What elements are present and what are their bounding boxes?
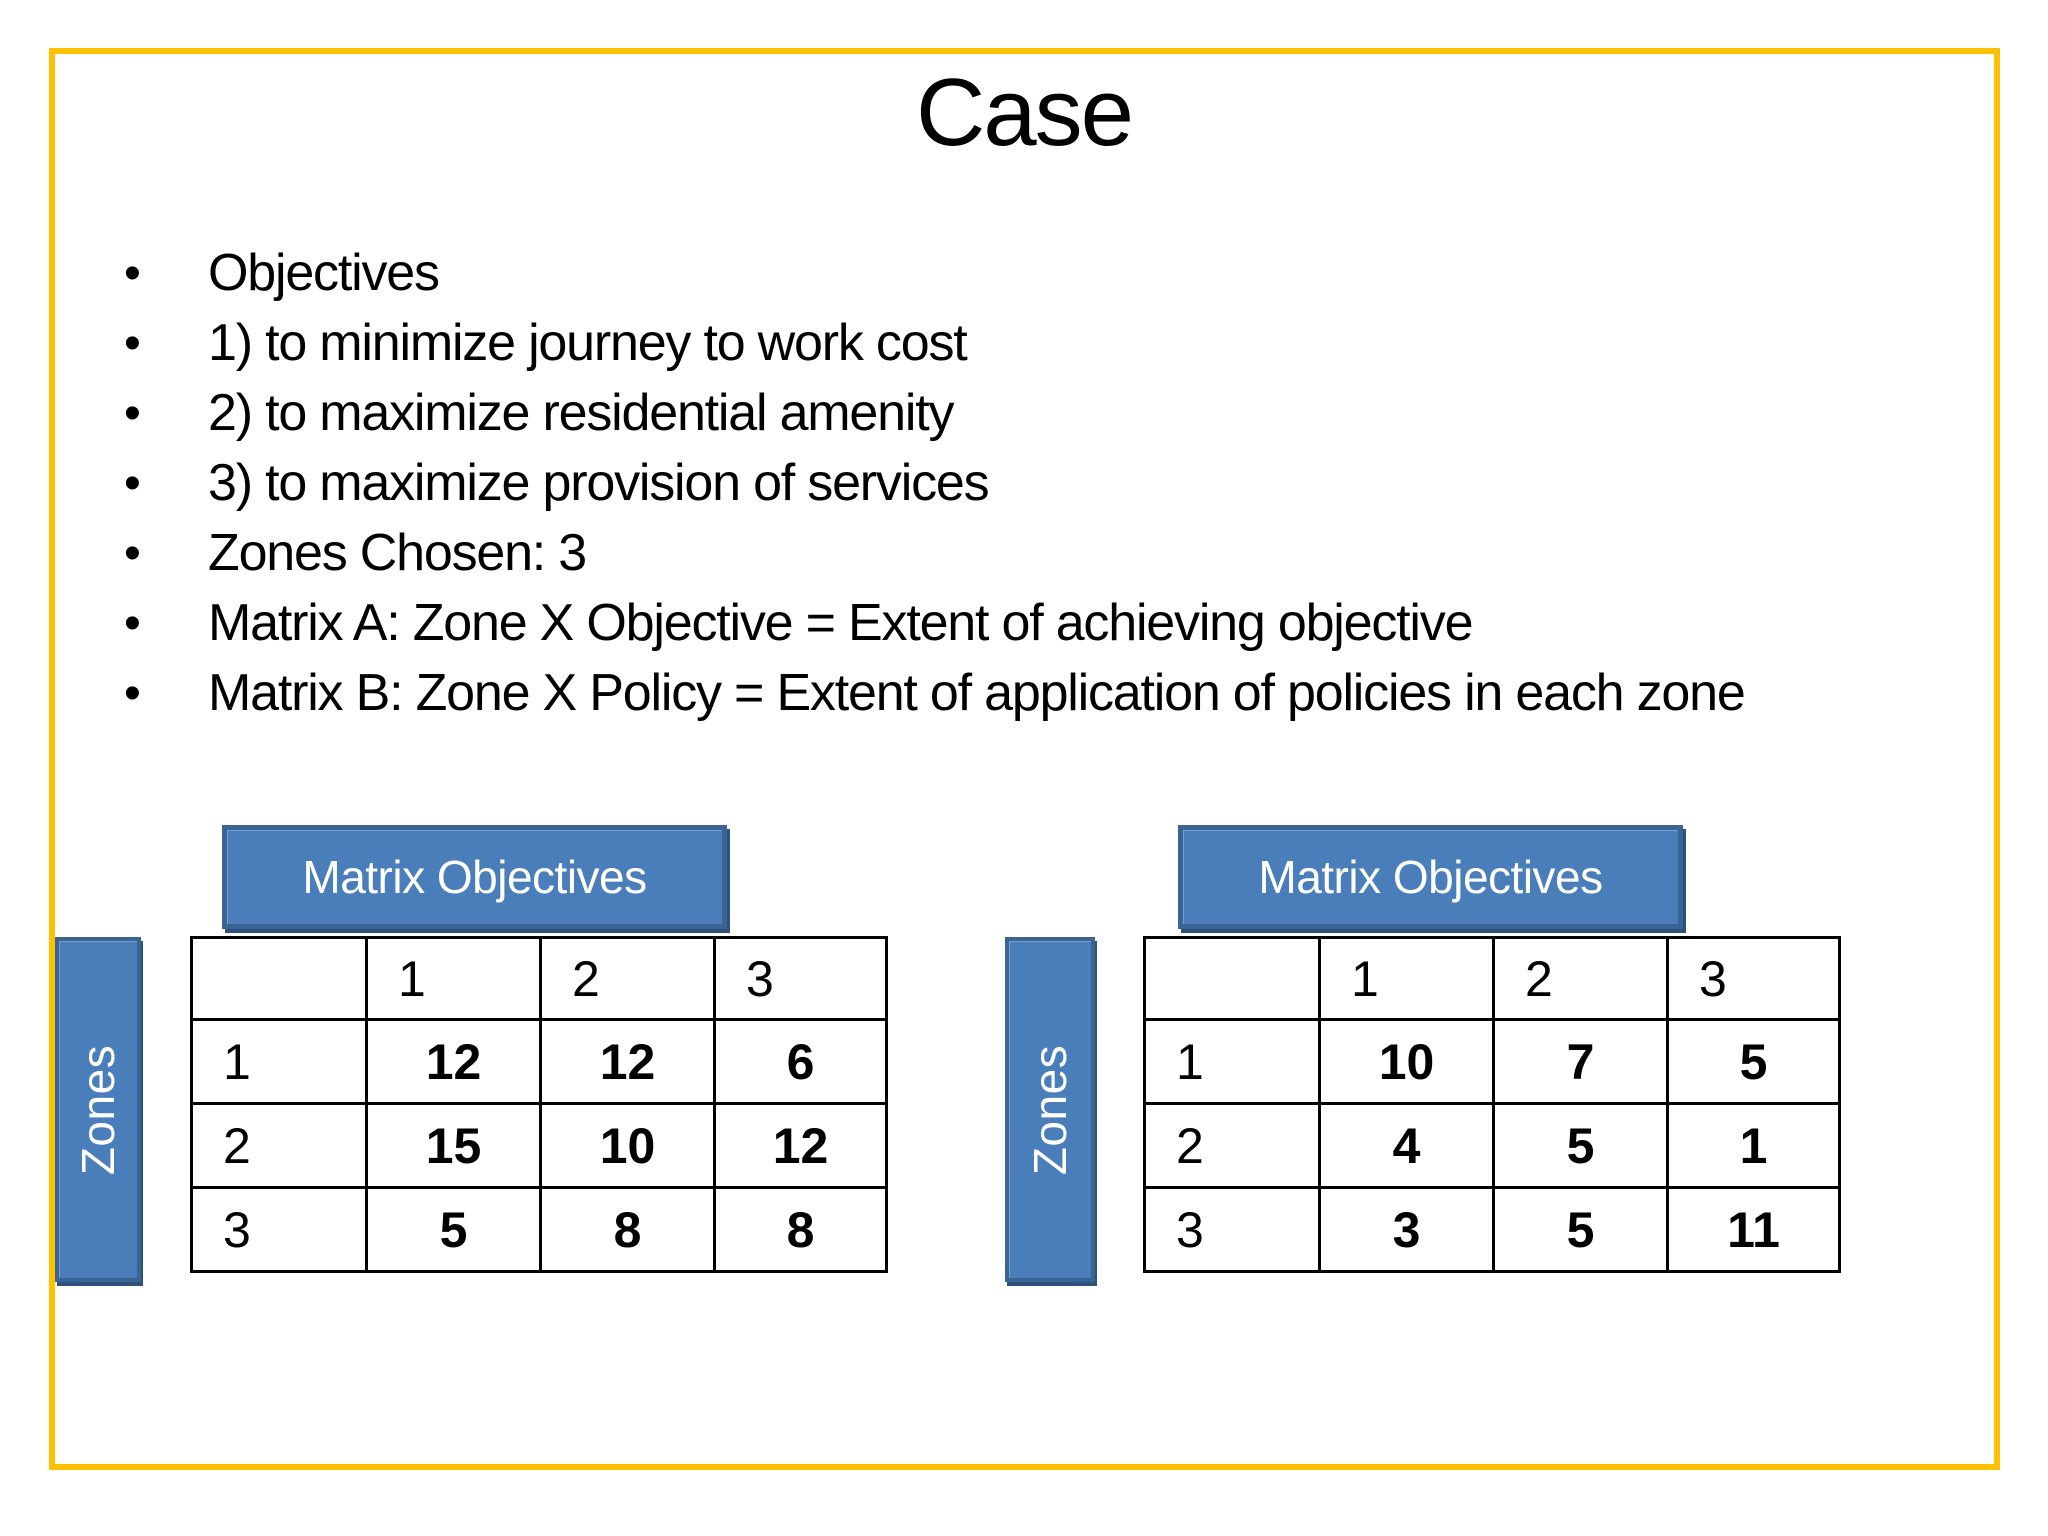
table-row: 3 5 8 8 xyxy=(190,1186,888,1273)
value-cell: 5 xyxy=(1492,1102,1669,1189)
matrix-b-header-box: Matrix Objectives xyxy=(1178,825,1683,929)
bullet-item-text: 1) to minimize journey to work cost xyxy=(208,314,968,372)
bullet-dot-icon: • xyxy=(124,666,141,720)
bullet-item: • 3) to maximize provision of services xyxy=(118,448,1958,518)
row-label-cell: 2 xyxy=(1143,1102,1321,1189)
bullet-item-text: Matrix A: Zone X Objective = Extent of a… xyxy=(208,594,1473,652)
bullet-dot-icon: • xyxy=(124,316,141,370)
table-row: 2 15 10 12 xyxy=(190,1102,888,1189)
matrix-b-table: 1 2 3 1 10 7 5 2 4 5 1 3 3 5 11 xyxy=(1143,936,1841,1273)
bullet-item-text: Matrix B: Zone X Policy = Extent of appl… xyxy=(208,664,1746,722)
bullet-item: • Matrix B: Zone X Policy = Extent of ap… xyxy=(118,658,1958,728)
bullet-dot-icon: • xyxy=(124,456,141,510)
matrix-a-header-box: Matrix Objectives xyxy=(222,825,727,929)
matrix-a-header-row: 1 2 3 xyxy=(190,936,888,1021)
row-label-cell: 3 xyxy=(1143,1186,1321,1273)
value-cell: 1 xyxy=(1666,1102,1841,1189)
table-row: 1 10 7 5 xyxy=(1143,1018,1841,1105)
matrix-a-table: 1 2 3 1 12 12 6 2 15 10 12 3 5 8 8 xyxy=(190,936,888,1273)
matrix-b-header-label: Matrix Objectives xyxy=(1258,851,1603,903)
bullet-item-text: 3) to maximize provision of services xyxy=(208,454,990,512)
row-label-cell: 1 xyxy=(190,1018,368,1105)
bullet-item-text: Objectives xyxy=(208,244,440,302)
bullet-item: • 2) to maximize residential amenity xyxy=(118,378,1958,448)
col-header-cell: 3 xyxy=(1666,936,1841,1021)
value-cell: 10 xyxy=(539,1102,716,1189)
matrix-a-zones-box: Zones xyxy=(55,937,141,1282)
value-cell: 5 xyxy=(1666,1018,1841,1105)
corner-cell xyxy=(190,936,368,1021)
value-cell: 8 xyxy=(539,1186,716,1273)
value-cell: 10 xyxy=(1318,1018,1495,1105)
slide-border xyxy=(49,48,2000,1470)
row-label-cell: 2 xyxy=(190,1102,368,1189)
matrix-a-zones-label: Zones xyxy=(72,1044,125,1175)
bullet-dot-icon: • xyxy=(124,246,141,300)
row-label-cell: 3 xyxy=(190,1186,368,1273)
col-header-cell: 2 xyxy=(539,936,716,1021)
table-row: 2 4 5 1 xyxy=(1143,1102,1841,1189)
matrix-b-zones-label: Zones xyxy=(1024,1044,1077,1175)
matrix-b-header-row: 1 2 3 xyxy=(1143,936,1841,1021)
bullet-item: • Zones Chosen: 3 xyxy=(118,518,1958,588)
table-row: 3 3 5 11 xyxy=(1143,1186,1841,1273)
value-cell: 5 xyxy=(365,1186,542,1273)
bullet-item-text: 2) to maximize residential amenity xyxy=(208,384,954,442)
value-cell: 15 xyxy=(365,1102,542,1189)
value-cell: 12 xyxy=(713,1102,888,1189)
row-label-cell: 1 xyxy=(1143,1018,1321,1105)
value-cell: 12 xyxy=(539,1018,716,1105)
corner-cell xyxy=(1143,936,1321,1021)
value-cell: 6 xyxy=(713,1018,888,1105)
col-header-cell: 3 xyxy=(713,936,888,1021)
value-cell: 11 xyxy=(1666,1186,1841,1273)
bullet-item: • Objectives xyxy=(118,238,1958,308)
bullet-dot-icon: • xyxy=(124,596,141,650)
bullet-dot-icon: • xyxy=(124,386,141,440)
col-header-cell: 1 xyxy=(365,936,542,1021)
bullet-dot-icon: • xyxy=(124,526,141,580)
value-cell: 8 xyxy=(713,1186,888,1273)
matrix-b-zones-box: Zones xyxy=(1005,937,1095,1282)
bullet-list: • Objectives • 1) to minimize journey to… xyxy=(118,238,1958,728)
bullet-item: • 1) to minimize journey to work cost xyxy=(118,308,1958,378)
slide-title: Case xyxy=(915,59,1134,166)
bullet-item-text: Zones Chosen: 3 xyxy=(208,524,587,582)
table-row: 1 12 12 6 xyxy=(190,1018,888,1105)
matrix-a-header-label: Matrix Objectives xyxy=(302,851,647,903)
col-header-cell: 1 xyxy=(1318,936,1495,1021)
value-cell: 3 xyxy=(1318,1186,1495,1273)
value-cell: 5 xyxy=(1492,1186,1669,1273)
col-header-cell: 2 xyxy=(1492,936,1669,1021)
value-cell: 7 xyxy=(1492,1018,1669,1105)
value-cell: 4 xyxy=(1318,1102,1495,1189)
bullet-item: • Matrix A: Zone X Objective = Extent of… xyxy=(118,588,1958,658)
value-cell: 12 xyxy=(365,1018,542,1105)
